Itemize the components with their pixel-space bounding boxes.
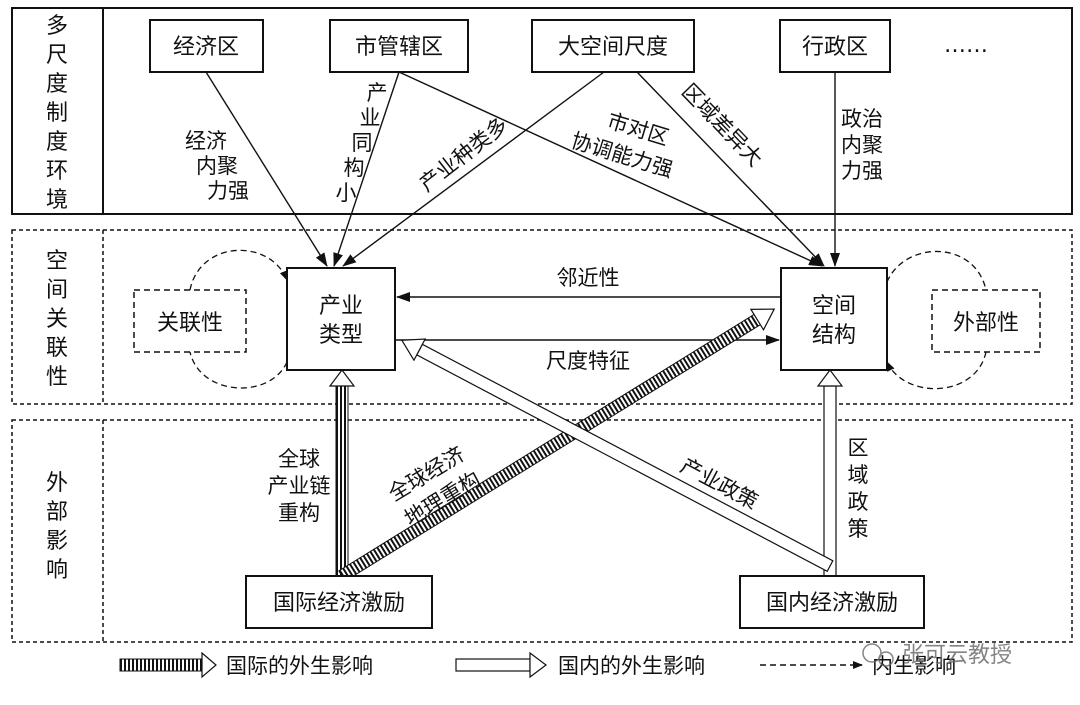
row-label-char: 外 <box>46 471 68 496</box>
row-label-char: 空 <box>46 249 68 274</box>
label-coordination: 市对区 协调能力强 <box>568 109 675 183</box>
label-political-cohesion: 政治 内聚 力强 <box>841 107 883 183</box>
loop-association-bottom <box>189 351 288 389</box>
label-regional-policy: 区 域 政 策 <box>848 436 869 541</box>
row-label-char: 度 <box>46 72 68 97</box>
label-regional-difference: 区域差异大 <box>677 79 767 171</box>
svg-text:政: 政 <box>848 490 869 514</box>
svg-text:市管辖区: 市管辖区 <box>355 35 443 60</box>
row-label-char: 度 <box>46 130 68 155</box>
svg-text:国际的外生影响: 国际的外生影响 <box>226 654 373 678</box>
svg-text:经济: 经济 <box>185 129 227 153</box>
row-label-char: 关 <box>46 307 68 332</box>
row-label-top: 多 尺 度 制 度 环 境 <box>46 14 68 213</box>
arrow-municipal-to-industry <box>333 71 400 267</box>
loop-externality-bottom <box>886 351 987 390</box>
svg-text:国际经济激励: 国际经济激励 <box>273 591 405 616</box>
box-domestic-incentive: 国内经济激励 <box>739 575 925 629</box>
endogenous-loops <box>189 249 987 390</box>
svg-text:结构: 结构 <box>812 323 856 348</box>
label-econ-cohesion: 经济 内聚 力强 <box>185 129 249 203</box>
row-label-char: 尺 <box>46 43 68 68</box>
legend-domestic: 国内的外生影响 <box>455 651 705 679</box>
svg-text:政治: 政治 <box>841 107 883 131</box>
row-label-char: 多 <box>46 14 68 39</box>
svg-text:力强: 力强 <box>207 179 249 203</box>
arrow-industrial-policy <box>400 338 834 573</box>
svg-text:类型: 类型 <box>319 323 363 348</box>
svg-text:内聚: 内聚 <box>841 133 883 157</box>
svg-text:张可云教授: 张可云教授 <box>902 643 1012 668</box>
loop-association-top <box>189 249 288 291</box>
svg-text:国内的外生影响: 国内的外生影响 <box>558 654 705 678</box>
svg-text:全球: 全球 <box>278 447 320 471</box>
row-label-char: 制 <box>46 101 68 126</box>
loop-externality-top <box>886 250 987 291</box>
svg-text:空间: 空间 <box>812 294 856 319</box>
row-spatial-association <box>11 229 1073 405</box>
box-spatial-structure: 空间 结构 <box>780 267 888 371</box>
row-label-char: 境 <box>46 188 68 213</box>
svg-text:外部性: 外部性 <box>953 311 1019 336</box>
svg-text:小: 小 <box>336 181 357 205</box>
row-label-char: 间 <box>46 278 68 303</box>
box-industry-type: 产业 类型 <box>286 267 396 371</box>
svg-text:行政区: 行政区 <box>802 35 868 60</box>
arrow-scale-to-industry <box>342 71 605 267</box>
svg-text:大空间尺度: 大空间尺度 <box>558 35 668 60</box>
watermark: 张可云教授 <box>862 643 1012 668</box>
arrow-econ-to-industry <box>205 71 328 267</box>
legend-international: 国际的外生影响 <box>119 651 373 679</box>
svg-text:业: 业 <box>360 106 381 130</box>
wechat-icon <box>862 643 882 663</box>
row-label-char: 影 <box>46 529 68 554</box>
box-economic-zone: 经济区 <box>149 19 264 73</box>
label-scale-feature: 尺度特征 <box>546 349 630 373</box>
box-international-incentive: 国际经济激励 <box>245 575 433 629</box>
arrow-global-chain <box>328 369 356 577</box>
label-industry-variety: 产业种类多 <box>415 113 513 197</box>
svg-text:力强: 力强 <box>841 159 883 183</box>
box-municipal-district: 市管辖区 <box>329 19 469 73</box>
arrow-scale-to-spatial <box>636 71 825 267</box>
box-externality: 外部性 <box>931 289 1041 353</box>
svg-text:同: 同 <box>352 131 373 155</box>
label-low-similarity: 产 业 同 构 小 <box>336 81 388 205</box>
row-label-char: 部 <box>46 500 68 525</box>
row-label-char: 响 <box>46 558 68 583</box>
arrows-institutional <box>205 71 840 267</box>
row-external-influence <box>11 419 1073 643</box>
label-global-geo: 全球经济 地理重构 <box>384 442 484 531</box>
legend: 国际的外生影响 国内的外生影响 内生影响 <box>119 651 956 679</box>
arrow-municipal-to-spatial <box>398 71 823 267</box>
svg-text:关联性: 关联性 <box>157 311 223 336</box>
label-global-chain: 全球 产业链 重构 <box>268 447 331 525</box>
svg-text:经济区: 经济区 <box>173 35 239 60</box>
svg-text:内聚: 内聚 <box>196 154 238 178</box>
svg-text:重构: 重构 <box>278 501 320 525</box>
svg-text:策: 策 <box>848 517 869 541</box>
svg-text:区: 区 <box>848 436 869 460</box>
row-multiscale-institutions <box>11 7 1073 215</box>
box-administrative-region: 行政区 <box>779 19 891 73</box>
svg-text:产业链: 产业链 <box>268 474 331 498</box>
row-label-char: 性 <box>46 365 68 390</box>
row-label-char: 环 <box>46 159 68 184</box>
box-association: 关联性 <box>133 289 247 353</box>
svg-text:产业: 产业 <box>319 294 363 319</box>
row-label-char: 联 <box>46 336 68 361</box>
svg-text:构: 构 <box>344 156 365 180</box>
label-proximity: 邻近性 <box>557 266 620 290</box>
box-large-spatial-scale: 大空间尺度 <box>531 19 695 73</box>
svg-text:产: 产 <box>367 81 388 105</box>
ellipsis: …… <box>944 33 988 58</box>
svg-text:国内经济激励: 国内经济激励 <box>766 591 898 616</box>
row-label-middle: 空 间 关 联 性 <box>46 249 68 390</box>
arrow-regional-policy <box>816 369 844 577</box>
svg-text:域: 域 <box>848 463 869 487</box>
row-label-bottom: 外 部 影 响 <box>46 471 68 583</box>
